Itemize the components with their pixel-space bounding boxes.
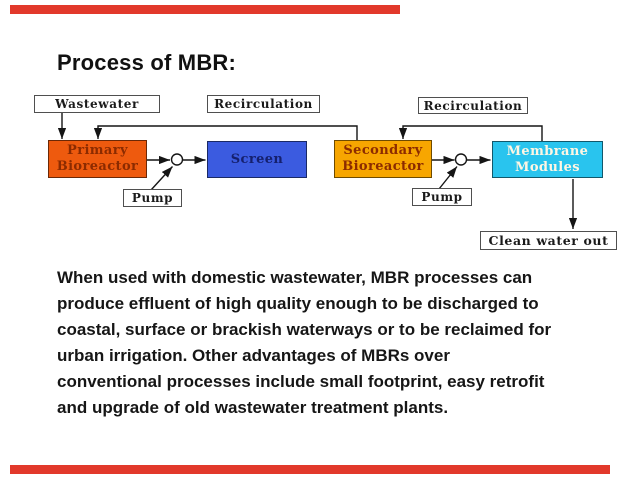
node-recirculation-left: Recirculation: [207, 95, 320, 113]
arrow-pump-left-to-symbol: [150, 166, 174, 191]
arrow-recirculation-membrane-to-secondary: [398, 125, 543, 141]
node-pump-left: Pump: [123, 189, 182, 207]
bottom-accent-bar: [10, 465, 610, 474]
node-wastewater: Wastewater: [34, 95, 160, 113]
node-screen: Screen: [207, 141, 307, 178]
arrow-pump-right-to-symbol: [438, 166, 458, 190]
page-title: Process of MBR:: [57, 50, 237, 75]
node-pump-right: Pump: [412, 188, 472, 206]
node-primary-bioreactor: Primary Bioreactor: [48, 140, 147, 178]
node-secondary-bioreactor: Secondary Bioreactor: [334, 140, 432, 178]
node-recirculation-right: Recirculation: [418, 97, 528, 114]
top-accent-bar: [10, 5, 400, 14]
arrow-recirculation-secondary-to-primary: [93, 125, 358, 140]
pump-symbol-right-icon: [454, 153, 468, 166]
node-clean-water-out: Clean water out: [480, 231, 617, 250]
node-membrane-modules: Membrane Modules: [492, 141, 603, 178]
pump-symbol-left-icon: [170, 153, 184, 166]
body-paragraph: When used with domestic wastewater, MBR …: [57, 268, 552, 417]
